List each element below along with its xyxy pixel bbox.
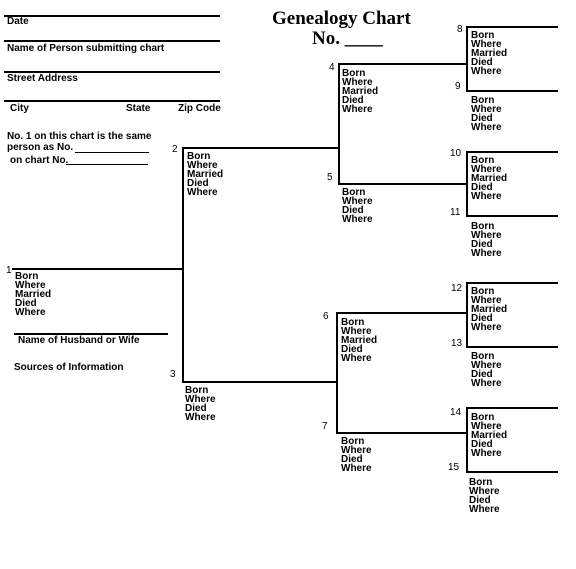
husband-wife-line[interactable] (14, 333, 168, 335)
submitter-line[interactable] (4, 40, 220, 42)
husband-wife-label: Name of Husband or Wife (18, 335, 140, 346)
same-person-as-label: person as No. (7, 142, 74, 153)
person-line-14[interactable] (466, 407, 558, 409)
person-number-14: 14 (450, 407, 462, 418)
person-number-8: 8 (457, 24, 463, 35)
same-person-note: No. 1 on this chart is the same (7, 131, 152, 142)
date-label: Date (7, 16, 29, 27)
bracket-2 (338, 64, 340, 185)
person-line-7[interactable] (336, 432, 468, 434)
bracket-5 (466, 151, 468, 217)
sources-label: Sources of Information (14, 362, 124, 373)
on-chart-number-line[interactable] (66, 164, 148, 165)
person-number-6: 6 (323, 311, 329, 322)
bracket-7 (466, 407, 468, 473)
person-number-15: 15 (448, 462, 460, 473)
street-line[interactable] (4, 71, 220, 73)
city-line[interactable] (4, 100, 220, 102)
person-line-3[interactable] (182, 381, 337, 383)
person-line-8[interactable] (466, 26, 558, 28)
person-number-3: 3 (170, 369, 176, 380)
submitter-label: Name of Person submitting chart (7, 43, 165, 54)
bracket-4 (466, 26, 468, 92)
person-line-5[interactable] (338, 183, 468, 185)
same-person-number-line[interactable] (75, 152, 149, 153)
bracket-1 (182, 148, 184, 383)
chart-number: No. ____ (312, 28, 383, 49)
bracket-3 (336, 313, 338, 434)
person-number-4: 4 (329, 62, 335, 73)
person-number-12: 12 (451, 283, 463, 294)
person-number-7: 7 (322, 421, 328, 432)
person-line-9[interactable] (466, 90, 558, 92)
person-number-13: 13 (451, 338, 463, 349)
city-label: City (10, 103, 29, 114)
street-label: Street Address (7, 73, 78, 84)
person-line-2[interactable] (182, 147, 340, 149)
person-line-10[interactable] (466, 151, 558, 153)
on-chart-label: on chart No. (10, 155, 69, 166)
person-line-12[interactable] (466, 282, 558, 284)
person-number-2: 2 (172, 144, 178, 155)
chart-title: Genealogy Chart (272, 8, 411, 29)
date-line[interactable] (4, 15, 220, 17)
person-number-10: 10 (450, 148, 462, 159)
person-line-4[interactable] (338, 63, 468, 65)
bracket-6 (466, 282, 468, 348)
person-number-5: 5 (327, 172, 333, 183)
person-line-11[interactable] (466, 215, 558, 217)
state-label: State (126, 103, 151, 114)
person-line-1[interactable] (12, 268, 183, 270)
person-line-13[interactable] (466, 346, 558, 348)
zip-label: Zip Code (178, 103, 221, 114)
person-number-1: 1 (6, 265, 12, 276)
person-line-15[interactable] (466, 471, 558, 473)
person-number-9: 9 (455, 81, 461, 92)
person-line-6[interactable] (336, 312, 468, 314)
person-number-11: 11 (450, 207, 461, 218)
